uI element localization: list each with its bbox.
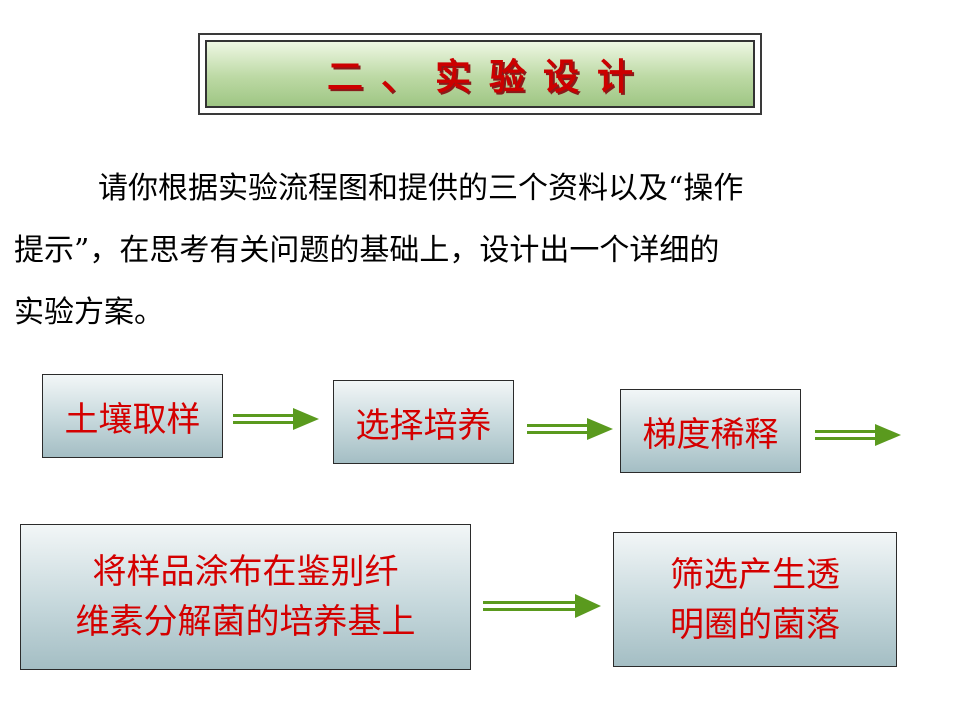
- step-label: 梯度稀释: [642, 414, 779, 455]
- flow-arrow-2-icon: [527, 418, 613, 440]
- intro-line-1: 请你根据实验流程图和提供的三个资料以及“操作: [98, 171, 744, 206]
- title-banner: 二、实验设计: [205, 40, 755, 108]
- step-label: 土壤取样: [64, 399, 201, 440]
- page-title: 二、实验设计: [326, 57, 651, 98]
- intro-line-3: 实验方案。: [14, 295, 164, 330]
- title-frame: 二、实验设计: [198, 33, 762, 115]
- step-selective-culture: 选择培养: [333, 380, 514, 464]
- intro-paragraph: 请你根据实验流程图和提供的三个资料以及“操作 提示”，在思考有关问题的基础上，设…: [14, 158, 934, 344]
- step-line-1: 将样品涂布在鉴别纤: [92, 552, 399, 592]
- step-line-2: 维素分解菌的培养基上: [75, 602, 416, 642]
- step-screen-colonies: 筛选产生透 明圈的菌落: [613, 532, 897, 667]
- step-plate-on-medium: 将样品涂布在鉴别纤 维素分解菌的培养基上: [20, 524, 471, 670]
- flow-arrow-1-icon: [233, 408, 319, 430]
- step-line-1: 筛选产生透: [670, 554, 840, 595]
- intro-line-2: 提示”，在思考有关问题的基础上，设计出一个详细的: [14, 233, 720, 268]
- step-gradient-dilution: 梯度稀释: [620, 389, 801, 473]
- flow-arrow-4-icon: [483, 594, 601, 618]
- step-label: 选择培养: [355, 405, 492, 446]
- step-line-2: 明圈的菌落: [670, 604, 840, 645]
- flow-arrow-3-icon: [815, 424, 901, 446]
- step-soil-sampling: 土壤取样: [42, 374, 223, 458]
